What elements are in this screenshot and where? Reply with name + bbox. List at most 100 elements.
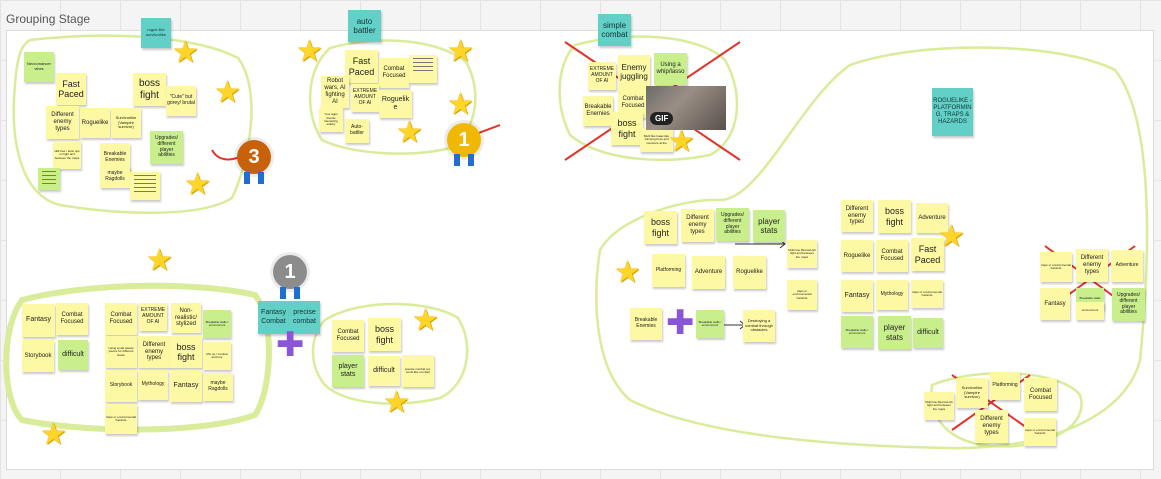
sticky-note[interactable]: player stats: [332, 355, 364, 387]
sticky-note[interactable]: Fantasy Combat: [258, 301, 289, 334]
sticky-note[interactable]: player stats: [878, 316, 911, 349]
sticky-note[interactable]: Breakable walls / environment: [203, 310, 231, 338]
sticky-note[interactable]: Roguelike: [841, 240, 873, 272]
sticky-note[interactable]: boss fight: [611, 112, 643, 145]
sticky-note[interactable]: Fantasy: [22, 304, 55, 337]
sticky-note[interactable]: Roguelike: [379, 90, 412, 118]
sticky-note[interactable]: Combat Focused: [1024, 378, 1057, 411]
sticky-note[interactable]: Upgrades/ different player abilities: [1112, 288, 1145, 321]
sticky-note[interactable]: Breakable walls / environment: [841, 316, 873, 348]
sticky-note[interactable]: Multi like Isaac-like Jumping boss and m…: [640, 128, 673, 152]
sticky-note[interactable]: Multi line Metroid-ish fight and between…: [924, 392, 954, 420]
sticky-note[interactable]: Fast Paced: [56, 73, 86, 105]
plus-icon: ✚: [666, 303, 695, 343]
sticky-note[interactable]: environment: [1076, 302, 1104, 320]
sticky-note[interactable]: traps or environmental hazards: [911, 280, 943, 308]
sticky-note[interactable]: boss fight: [368, 318, 401, 351]
sticky-note[interactable]: difficult: [58, 340, 88, 370]
sticky-note[interactable]: boss fight: [878, 200, 911, 233]
sticky-note[interactable]: Roguelike: [733, 256, 766, 289]
sticky-note[interactable]: skill tree / level ups on fight and betw…: [53, 141, 81, 169]
scribbled-note[interactable]: [409, 55, 437, 83]
sticky-note[interactable]: auto battler: [348, 10, 381, 42]
sticky-note[interactable]: maybe Ragdolls: [100, 166, 130, 188]
sticky-note[interactable]: Your ages friends interacting sideby: [319, 108, 343, 132]
sticky-note[interactable]: Different enemy types: [138, 336, 170, 368]
sticky-note[interactable]: Fast Paced: [345, 50, 378, 83]
sticky-note[interactable]: Multi line Metroid-ish fight and between…: [787, 240, 817, 268]
sticky-note[interactable]: traps or environmental hazards: [1024, 418, 1056, 446]
sticky-note[interactable]: Upgrades/ different player abilities: [716, 208, 749, 241]
sticky-note[interactable]: Mix up / combat and lore: [203, 342, 231, 370]
sticky-note[interactable]: maybe Ragdolls: [203, 373, 233, 401]
sticky-note[interactable]: Storybook: [22, 340, 54, 372]
sticky-note[interactable]: ROGUELIKE - PLATFORMING, TRAPS & HAZARDS: [932, 88, 973, 136]
sticky-note[interactable]: Non-realistic/ stylized: [171, 303, 201, 333]
sticky-note[interactable]: Mythology: [138, 370, 168, 400]
sticky-note[interactable]: Breakable Enemies: [630, 308, 662, 340]
sticky-note[interactable]: EXTREME AMOUNT OF AI: [139, 303, 167, 331]
sticky-note[interactable]: precise combat (ex. souls like combat): [402, 355, 434, 387]
sticky-note[interactable]: Destroying a combat through obstacles: [743, 310, 775, 342]
sticky-note[interactable]: Adventure: [916, 203, 948, 233]
frame-title[interactable]: Grouping Stage: [6, 12, 91, 26]
sticky-note[interactable]: Adventure: [692, 256, 725, 289]
sticky-note[interactable]: precise combat: [289, 301, 320, 334]
sticky-note[interactable]: Upgrades/ different player abilities: [150, 131, 183, 164]
sticky-note[interactable]: boss fight: [644, 211, 677, 244]
sticky-note[interactable]: difficult: [368, 356, 400, 386]
sticky-note[interactable]: Necromancer vibes: [24, 52, 54, 82]
sticky-note[interactable]: Storybook: [105, 370, 137, 402]
sticky-note[interactable]: Breakable walls / environment: [696, 310, 724, 338]
sticky-note[interactable]: Using small assets pieces for different …: [105, 336, 137, 368]
sticky-note[interactable]: Robot wars, AI fighting AI: [321, 76, 349, 108]
sticky-note[interactable]: boss fight: [170, 336, 202, 368]
sticky-note[interactable]: Different enemy types: [1076, 249, 1108, 282]
sticky-note[interactable]: traps or environmental hazards: [787, 280, 817, 310]
sticky-note[interactable]: Combat Focused: [56, 303, 88, 335]
star-sticker: ★: [938, 219, 965, 254]
sticky-note[interactable]: Fantasy: [1040, 288, 1070, 320]
sticky-note[interactable]: Survivorlike (Vampire survivor): [956, 378, 988, 408]
sticky-note[interactable]: Auto-battler: [345, 119, 369, 143]
star-sticker: ★: [396, 115, 423, 150]
sticky-note[interactable]: EXTREME AMOUNT OF AI: [351, 84, 379, 112]
star-sticker: ★: [146, 243, 173, 278]
sticky-note[interactable]: Different enemy types: [46, 106, 79, 139]
sticky-note[interactable]: Enemy juggling: [618, 55, 650, 89]
sticky-note[interactable]: player stats: [753, 210, 785, 242]
sticky-note[interactable]: Different enemy types: [681, 209, 714, 242]
sticky-note[interactable]: difficult: [913, 318, 943, 348]
sticky-note[interactable]: Fast Paced: [911, 238, 944, 271]
sticky-note[interactable]: EXTREME AMOUNT OF AI: [588, 62, 616, 90]
scribbled-note[interactable]: [130, 172, 160, 200]
sticky-note[interactable]: Combat Focused: [379, 58, 409, 88]
sticky-note[interactable]: boss fight: [133, 73, 166, 106]
sticky-note[interactable]: Fantasy: [841, 280, 873, 312]
sticky-note[interactable]: Combat Focused: [332, 320, 364, 352]
sticky-note[interactable]: traps or environmental hazards: [1040, 252, 1072, 282]
sticky-note[interactable]: Platforming: [990, 372, 1020, 400]
sticky-note[interactable]: Different enemy types: [975, 410, 1008, 443]
sticky-note[interactable]: rogue like survivorlike: [141, 18, 171, 48]
gif-image[interactable]: GIF: [646, 86, 726, 130]
sticky-note[interactable]: Adventure: [1111, 250, 1143, 282]
sticky-note[interactable]: Fantasy: [170, 370, 202, 402]
star-sticker: ★: [412, 303, 439, 338]
medal-sticker: 1: [273, 255, 307, 289]
sticky-note[interactable]: Combat Focused: [105, 303, 137, 335]
sticky-note[interactable]: Mythology: [876, 280, 908, 310]
sticky-note[interactable]: Combat Focused: [876, 240, 908, 272]
sticky-note[interactable]: simple combat: [598, 14, 631, 46]
sticky-note[interactable]: Breakable Enemies: [583, 96, 613, 126]
sticky-note[interactable]: "Cute" but gorey/ brutal: [166, 86, 196, 116]
star-sticker: ★: [447, 87, 474, 122]
sticky-note[interactable]: Survivorlike (Vampire survivor): [111, 108, 141, 138]
scribbled-note[interactable]: [38, 168, 60, 190]
sticky-note[interactable]: Roguelike: [80, 108, 110, 138]
sticky-note[interactable]: Platforming: [652, 254, 685, 287]
sticky-note[interactable]: Using a whip/lasso: [654, 53, 687, 85]
gif-badge: GIF: [650, 112, 674, 125]
sticky-note[interactable]: traps or environmental hazards: [105, 404, 137, 434]
sticky-note[interactable]: Different enemy types: [841, 200, 873, 232]
